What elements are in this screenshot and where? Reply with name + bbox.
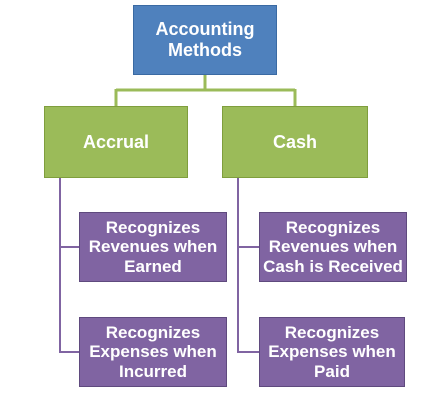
root-node-accounting-methods: Accounting Methods bbox=[133, 5, 277, 75]
leaf-node-accrual-revenues: Recognizes Revenues when Earned bbox=[79, 212, 227, 282]
branch-node-cash: Cash bbox=[222, 106, 368, 178]
leaf-node-cash-revenues: Recognizes Revenues when Cash is Receive… bbox=[259, 212, 407, 282]
branch-node-accrual: Accrual bbox=[44, 106, 188, 178]
leaf-node-accrual-expenses: Recognizes Expenses when Incurred bbox=[79, 317, 227, 387]
leaf-node-cash-expenses: Recognizes Expenses when Paid bbox=[259, 317, 405, 387]
